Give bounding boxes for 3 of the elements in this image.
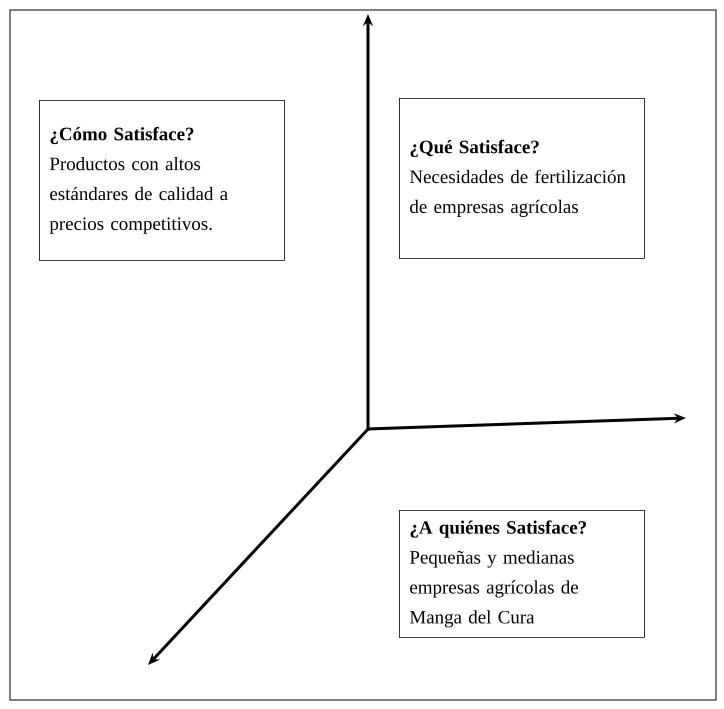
text-box: ¿Qué Satisface? Necesidades de fertilización de empresas agrícolas (399, 98, 645, 259)
text-box: ¿Cómo Satisface? Productos con altos estándares de calidad a precios competitivos. (39, 100, 285, 261)
text-box: ¿A quiénes Satisface? Pequeñas y medianas empresas agrícolas de Manga del Cura (399, 510, 645, 638)
